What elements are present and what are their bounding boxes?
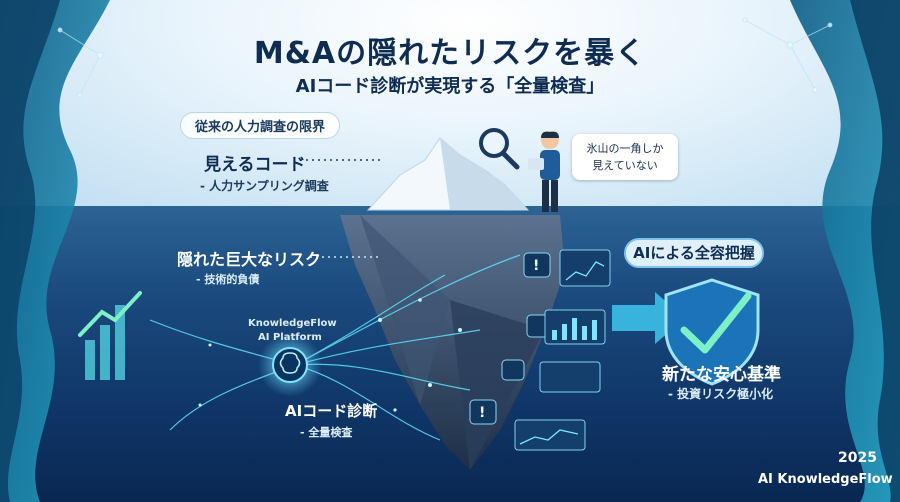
brain-icon	[272, 347, 308, 383]
shield-check-icon	[664, 278, 760, 386]
scan-particles	[198, 298, 462, 412]
traditional-heading-badge: 従来の人力調査の限界	[180, 112, 341, 139]
warning-icon	[469, 399, 497, 425]
traditional-heading: 従来の人力調査の限界	[195, 120, 326, 135]
hidden-risk-label: 隠れた巨大なリスク	[177, 250, 322, 269]
person-icon	[528, 131, 560, 212]
bubble-line-2: 見えていない	[592, 159, 658, 172]
ai-diagnosis-sub: - 全量検査	[300, 426, 353, 439]
network-decoration	[57, 17, 833, 98]
left-wave-decoration-inner	[0, 0, 60, 502]
ai-grasp-badge: AIによる全容把握	[624, 238, 764, 268]
iceberg-tip-shade	[440, 138, 528, 210]
new-standard-label: 新たな安心基準	[662, 365, 781, 385]
iceberg-facet	[450, 300, 545, 470]
platform-sub: AI Platform	[258, 332, 322, 343]
svg-text:!: !	[533, 258, 539, 274]
left-wave-decoration	[0, 0, 110, 502]
brain-icon-shape	[279, 352, 301, 374]
page-title: M&Aの隠れたリスクを暴く	[253, 36, 647, 71]
svg-text:!: !	[479, 405, 485, 421]
visible-code-label: 見えるコード	[204, 155, 306, 175]
magnifier-icon	[479, 128, 509, 158]
bubble-line-1: 氷山の一角しか	[586, 142, 664, 155]
growth-arrow-icon	[78, 291, 142, 337]
new-standard-sub: - 投資リスク極小化	[668, 387, 774, 401]
right-wave-decoration-inner	[850, 0, 900, 502]
visible-code-sub: - 人力サンプリング調査	[200, 179, 329, 193]
iceberg-facet	[360, 215, 450, 405]
platform-name: KnowledgeFlow	[248, 318, 337, 329]
footer-brand: AI KnowledgeFlow	[758, 472, 893, 487]
speech-bubble: 氷山の一角しか 見えていない	[572, 134, 678, 180]
growth-arrow-icon	[680, 292, 752, 354]
hidden-risk-sub: - 技術的負債	[196, 273, 260, 286]
growth-chart-decoration	[85, 305, 125, 380]
page-subtitle: AIコード診断が実現する「全量検査」	[295, 76, 605, 97]
warning-icon	[523, 252, 551, 278]
ai-diagnosis-label: AIコード診断	[285, 402, 378, 420]
lock-icon	[501, 359, 525, 381]
footer-year: 2025	[838, 450, 877, 466]
right-wave-decoration	[790, 0, 900, 502]
ai-grasp-label: AIによる全容把握	[633, 244, 755, 262]
